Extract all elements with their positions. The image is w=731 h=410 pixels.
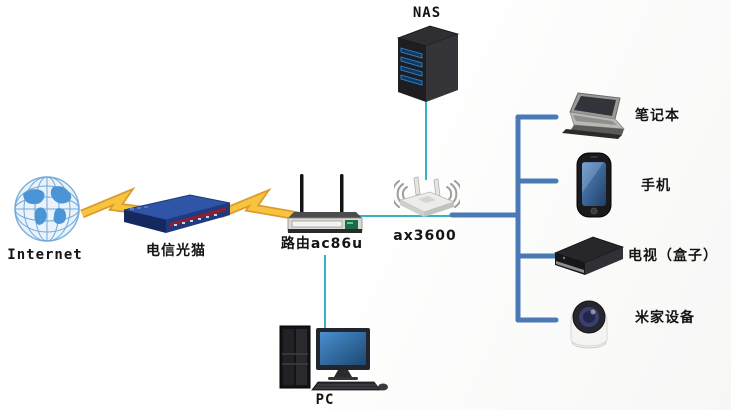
phone-node: [573, 151, 615, 219]
mi-home-node: [562, 291, 616, 349]
internet-label: Internet: [7, 247, 83, 263]
laptop-icon: [562, 92, 625, 139]
lan-bracket: [449, 114, 559, 323]
phone-label: 手机: [641, 178, 671, 194]
router-node: [284, 172, 366, 236]
pc-label: PC: [315, 392, 335, 408]
desktop-computer-icon: [279, 325, 388, 391]
modem-label: 电信光猫: [146, 243, 206, 259]
mi-home-label: 米家设备: [635, 310, 695, 326]
laptop-node: [560, 91, 632, 143]
camera-icon: [570, 300, 608, 349]
laptop-label: 笔记本: [635, 108, 680, 124]
ap-label: ax3600: [393, 228, 457, 244]
fiber-bolt-modem-router: [218, 188, 299, 221]
tv-box-node: [551, 233, 627, 287]
teal-links: [324, 100, 452, 332]
modem-icon: [123, 194, 231, 233]
router-label: 路由ac86u: [280, 236, 364, 252]
pc-node: [278, 320, 390, 394]
nas-server-icon: [396, 25, 460, 102]
tv-box-icon: [553, 236, 625, 275]
modem-node: [120, 192, 234, 240]
ap-node: [394, 164, 460, 226]
globe-icon: [14, 176, 80, 242]
nas-node: [392, 22, 464, 104]
nas-label: NAS: [412, 5, 442, 21]
smartphone-icon: [576, 152, 612, 218]
internet-node: [13, 175, 81, 243]
router-icon: [287, 174, 363, 233]
tv-box-label: 电视（盒子）: [628, 248, 718, 264]
wireless-router-icon: [394, 176, 460, 217]
